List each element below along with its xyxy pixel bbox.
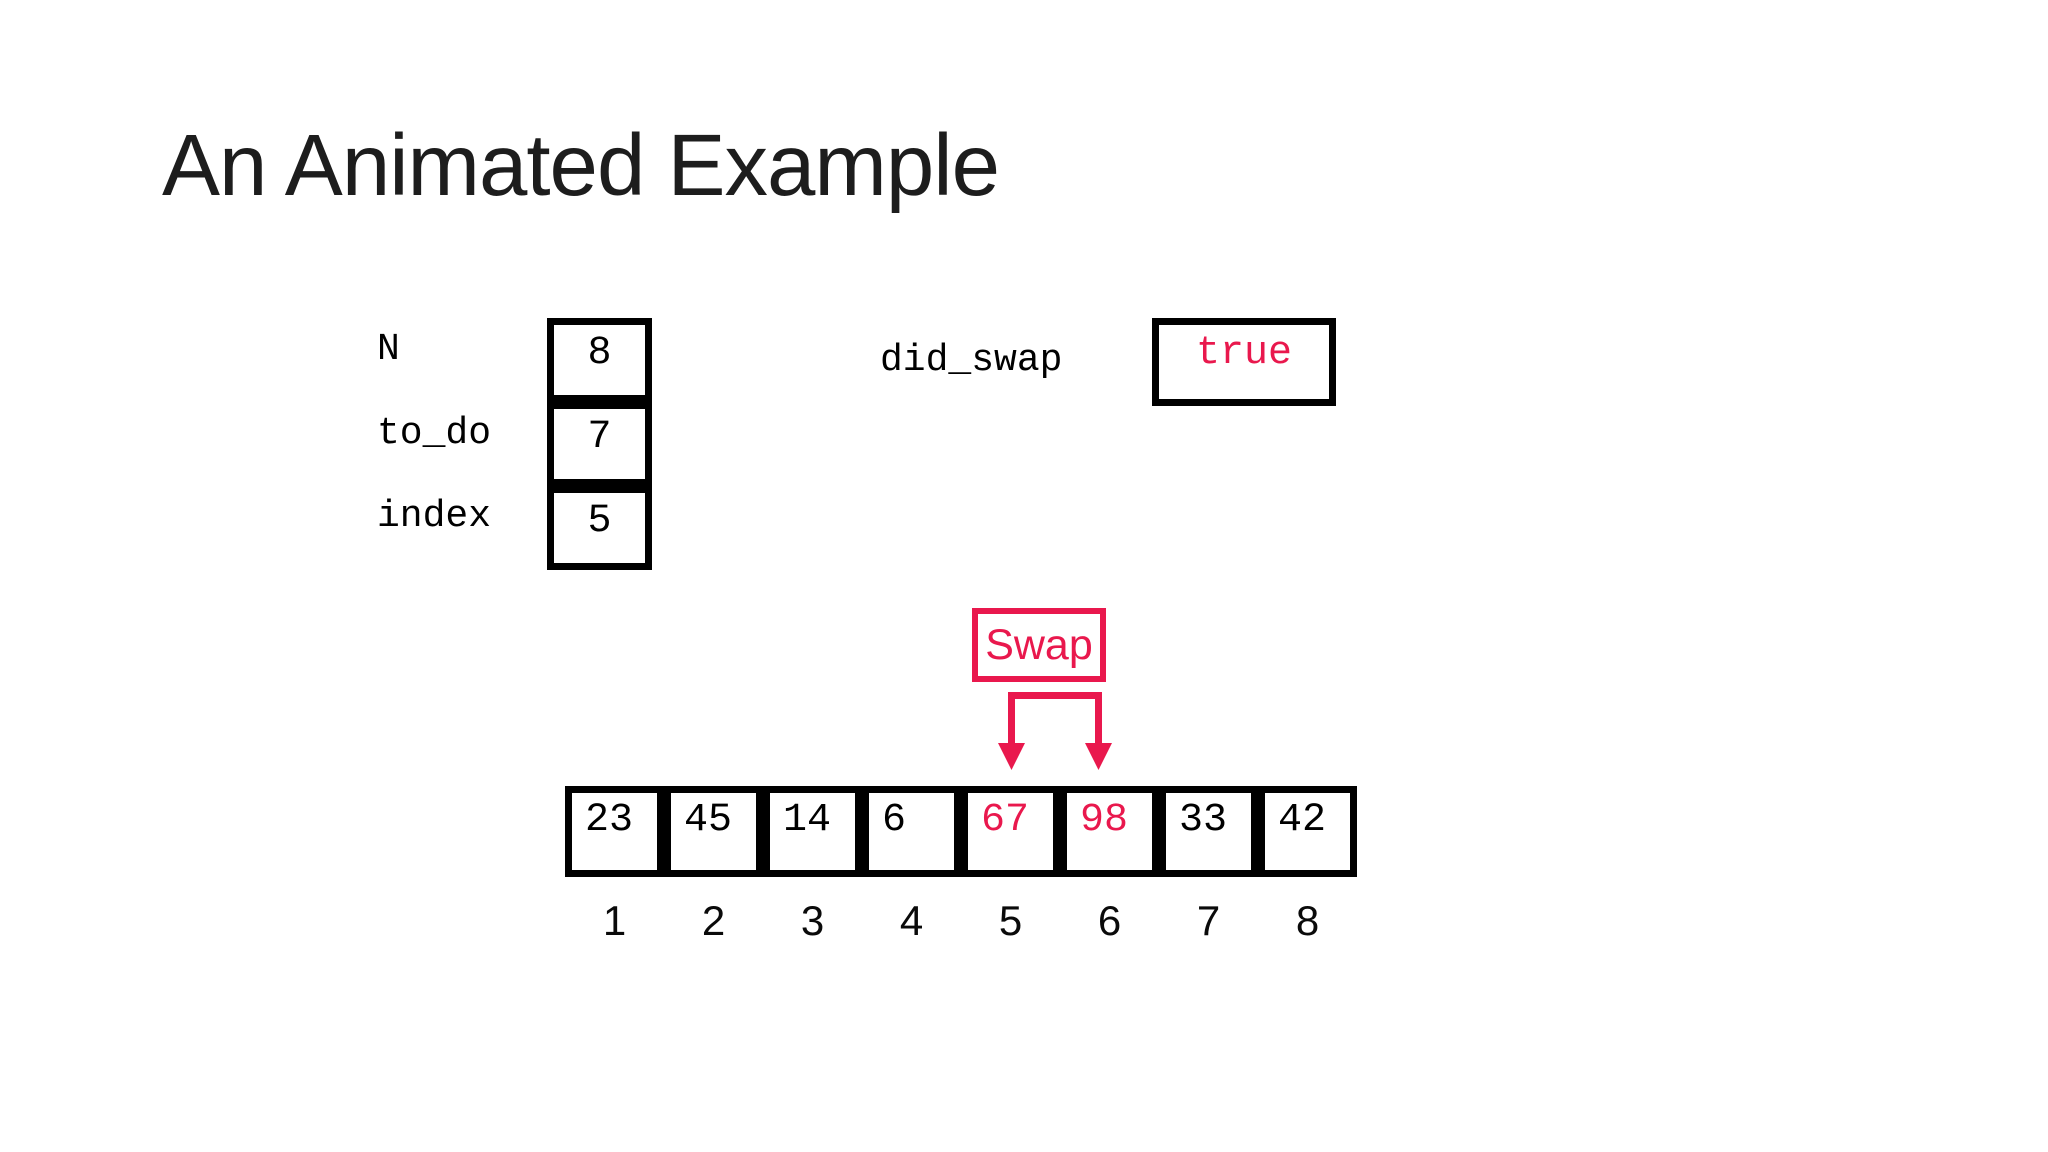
array-cell-value: 67: [981, 798, 1030, 843]
variable-label-index: index: [377, 495, 492, 538]
array-index-label-6: 6: [1097, 897, 1122, 944]
variable-value-box-n: 8: [547, 318, 652, 402]
swap-callout-label: Swap: [985, 620, 1093, 669]
array-cell-4: 6: [862, 786, 961, 877]
array-cell-2: 45: [664, 786, 763, 877]
array-cell-3: 14: [763, 786, 862, 877]
arrow-down-left-icon: [998, 743, 1025, 770]
variable-label-to-do: to_do: [377, 412, 492, 455]
array-index-label-8: 8: [1295, 897, 1320, 944]
variable-value-box-index: 5: [547, 486, 652, 570]
array-cell-8: 42: [1258, 786, 1357, 877]
variable-label-n: N: [377, 328, 400, 371]
array-cell-1: 23: [565, 786, 664, 877]
array-cell-7: 33: [1159, 786, 1258, 877]
variable-value-index: 5: [587, 499, 612, 544]
array-index-labels: 1 2 3 4 5 6 7 8: [565, 896, 1357, 946]
array-cells: 23 45 14 6 67 98 33 42: [565, 786, 1357, 877]
array-index-label-7: 7: [1196, 897, 1221, 944]
array-index-label-1: 1: [602, 897, 627, 944]
array-cell-value: 33: [1179, 798, 1228, 843]
swap-arrows-icon: [998, 692, 1112, 770]
array-cell-6: 98: [1060, 786, 1159, 877]
variable-value-box-to-do: 7: [547, 402, 652, 486]
swap-callout-box: Swap: [972, 608, 1106, 682]
array-cell-value: 98: [1080, 798, 1129, 843]
array-cell-5: 67: [961, 786, 1060, 877]
did-swap-value-box: true: [1152, 318, 1336, 406]
array-index-label-2: 2: [701, 897, 726, 944]
arrow-down-right-icon: [1085, 743, 1112, 770]
array-cell-value: 14: [783, 798, 832, 843]
slide-title: An Animated Example: [162, 117, 1000, 214]
array-cell-value: 6: [882, 798, 907, 843]
variable-value-to-do: 7: [587, 415, 612, 460]
array-cell-value: 42: [1278, 798, 1327, 843]
array-cell-value: 45: [684, 798, 733, 843]
variable-value-stack: 8 7 5: [547, 318, 652, 570]
array-index-label-5: 5: [998, 897, 1023, 944]
did-swap-value: true: [1195, 331, 1292, 376]
variable-value-n: 8: [587, 331, 612, 376]
array-cell-value: 23: [585, 798, 634, 843]
array-index-label-3: 3: [800, 897, 825, 944]
variable-label-did-swap: did_swap: [880, 339, 1063, 382]
array-index-label-4: 4: [899, 897, 924, 944]
